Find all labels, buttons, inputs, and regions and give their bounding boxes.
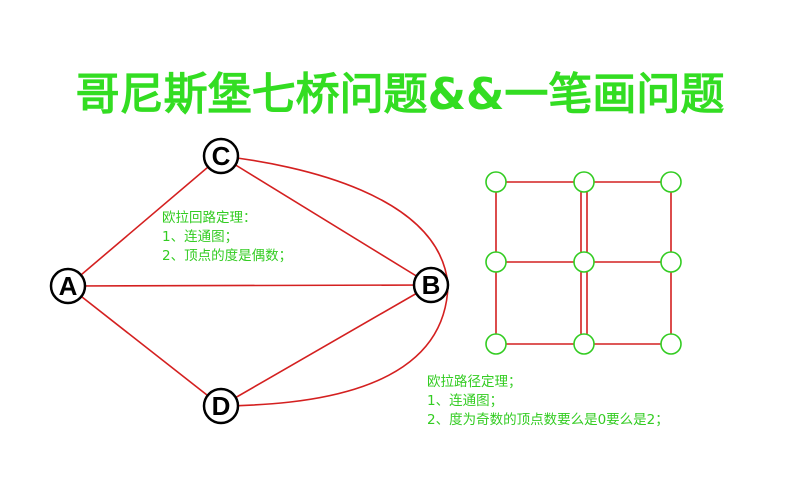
- grid-node: [573, 333, 595, 355]
- node-c: C: [202, 137, 240, 175]
- node-label: C: [212, 141, 231, 171]
- node-label: A: [59, 271, 78, 301]
- graph-nodes: A B C D: [49, 137, 450, 425]
- edge-c-b-curved: [220, 155, 449, 286]
- edge-a-d: [67, 285, 222, 407]
- page-title: 哥尼斯堡七桥问题&&一笔画问题: [75, 69, 725, 120]
- node-b: B: [412, 266, 450, 304]
- euler-circuit-item-2: 2、顶点的度是偶数；: [162, 248, 293, 264]
- grid-node: [660, 251, 682, 273]
- graph-edges: [67, 155, 449, 407]
- node-circle: [412, 266, 450, 304]
- grid-node: [485, 333, 507, 355]
- euler-path-item-1: 1、连通图；: [427, 393, 504, 409]
- grid-node: [660, 333, 682, 355]
- node-circle: [202, 387, 240, 425]
- grid-node: [660, 171, 682, 193]
- edge-d-b-curved: [220, 284, 449, 407]
- edge-c-b-straight: [220, 155, 432, 286]
- grid-node: [485, 171, 507, 193]
- grid-node: [573, 251, 595, 273]
- node-label: D: [212, 391, 231, 421]
- euler-path-item-2: 2、度为奇数的顶点数要么是0要么是2；: [427, 412, 669, 428]
- node-circle: [202, 137, 240, 175]
- node-a: A: [49, 267, 87, 305]
- node-label: B: [422, 270, 441, 300]
- edge-d-b-straight: [220, 284, 432, 407]
- node-circle: [49, 267, 87, 305]
- node-d: D: [202, 387, 240, 425]
- euler-circuit-note: 欧拉回路定理： 1、连通图； 2、顶点的度是偶数；: [162, 209, 292, 266]
- euler-path-heading: 欧拉路径定理；: [427, 374, 522, 390]
- edge-a-c: [67, 155, 222, 287]
- grid-node: [485, 251, 507, 273]
- euler-circuit-heading: 欧拉回路定理：: [162, 210, 257, 226]
- grid-nodes: [485, 171, 682, 355]
- euler-circuit-item-1: 1、连通图；: [162, 229, 239, 245]
- grid-node: [573, 171, 595, 193]
- edge-a-b: [67, 284, 432, 287]
- euler-path-note: 欧拉路径定理； 1、连通图； 2、度为奇数的顶点数要么是0要么是2；: [427, 373, 669, 430]
